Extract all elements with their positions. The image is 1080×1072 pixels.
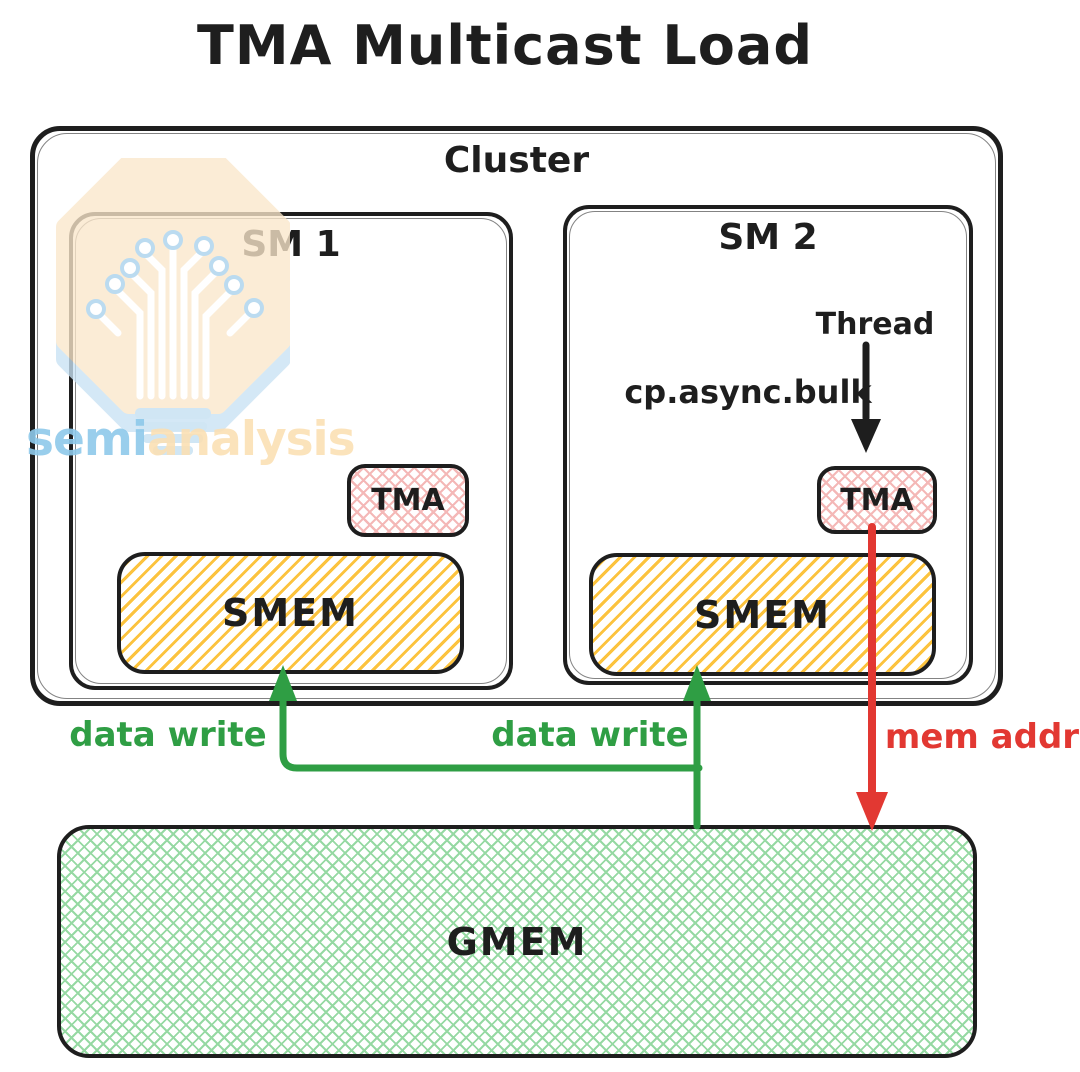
cluster-box: Cluster SM 1 TMA SMEM SM 2 Thread cp.asy… bbox=[30, 126, 1003, 706]
sm2-smem-box: SMEM bbox=[589, 553, 936, 676]
sm2-box: SM 2 Thread cp.async.bulk TMA SMEM bbox=[563, 205, 973, 685]
page-title: TMA Multicast Load bbox=[197, 14, 813, 77]
gmem-box: GMEM bbox=[57, 825, 977, 1058]
sm2-label: SM 2 bbox=[718, 217, 818, 258]
sm1-box: SM 1 TMA SMEM bbox=[69, 212, 513, 690]
mem-addr-label: mem addr bbox=[884, 717, 1080, 757]
sm1-smem-label: SMEM bbox=[222, 591, 359, 635]
sm1-smem-box: SMEM bbox=[117, 552, 464, 674]
sm1-label: SM 1 bbox=[241, 224, 341, 265]
thread-label: Thread bbox=[815, 307, 935, 342]
sm1-tma-box: TMA bbox=[347, 464, 469, 537]
cluster-label: Cluster bbox=[443, 140, 590, 181]
sm2-tma-label: TMA bbox=[840, 482, 914, 518]
data-write-right-label: data write bbox=[491, 715, 689, 755]
sm2-smem-label: SMEM bbox=[694, 592, 831, 637]
gmem-label: GMEM bbox=[446, 919, 588, 964]
sm1-tma-label: TMA bbox=[371, 483, 445, 518]
data-write-left-label: data write bbox=[69, 715, 267, 755]
sm2-tma-box: TMA bbox=[817, 466, 937, 534]
cp-async-bulk-label: cp.async.bulk bbox=[624, 373, 872, 411]
